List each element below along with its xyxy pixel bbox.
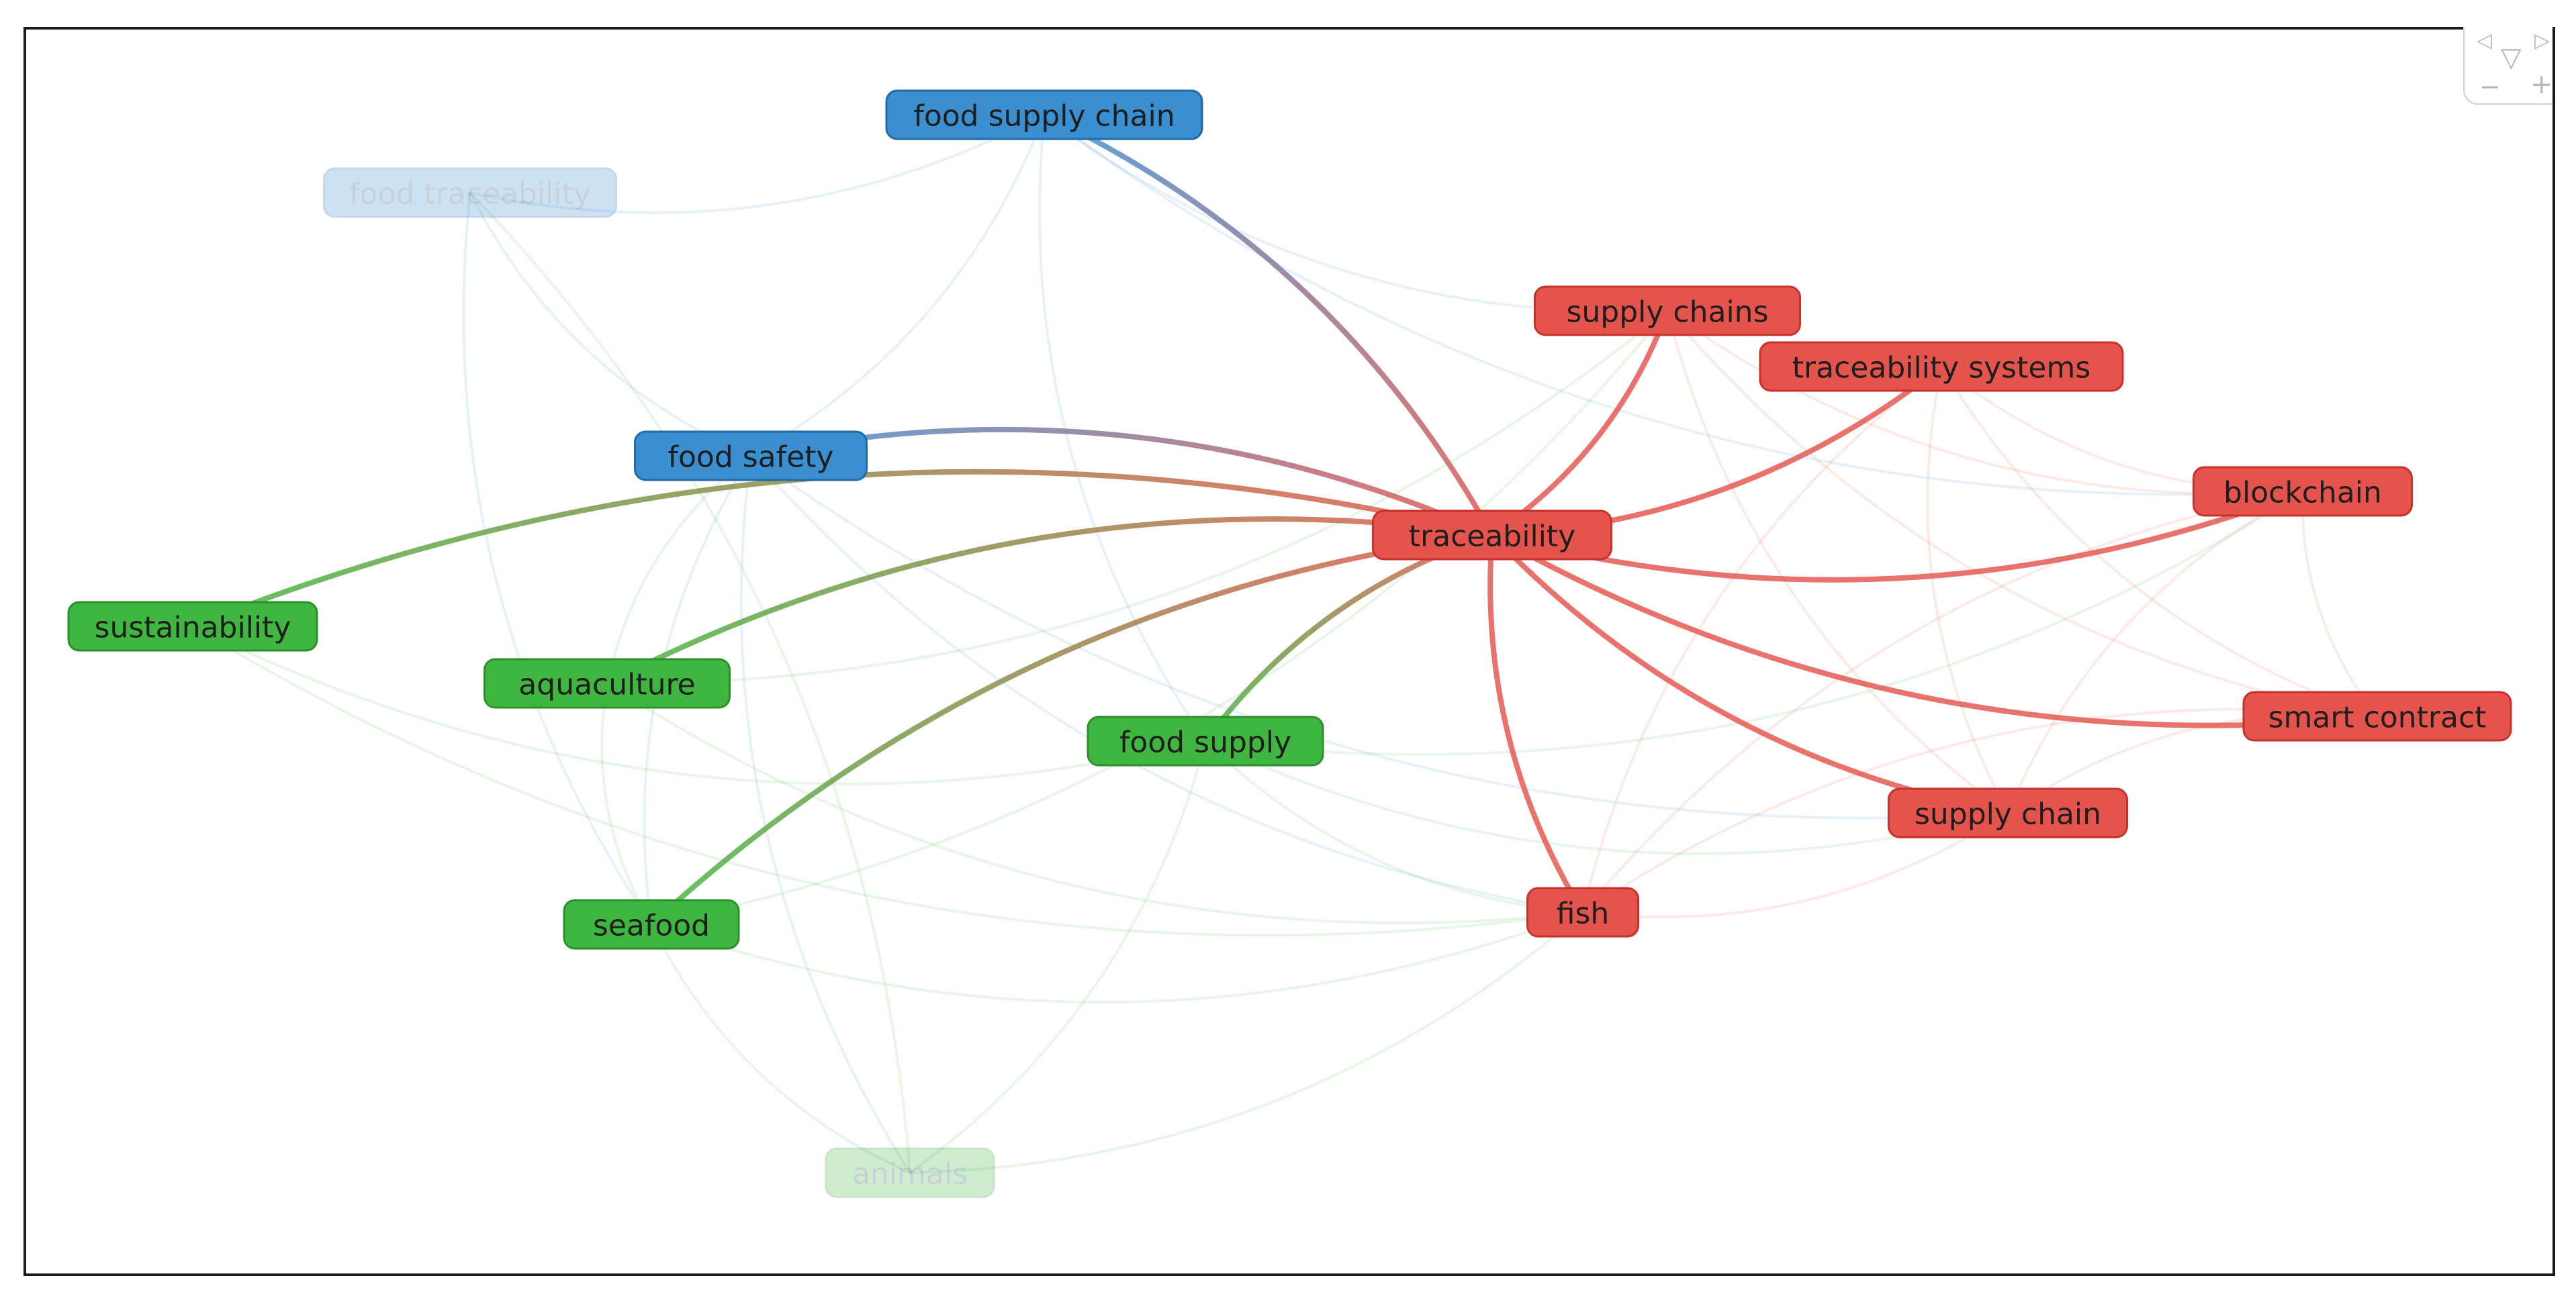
node-traceability-systems[interactable]: traceability systems [1759, 341, 2124, 392]
faint-link [1666, 309, 2378, 718]
strong-link [1203, 532, 1493, 743]
faint-link [1204, 740, 1583, 914]
faint-link [1582, 812, 2009, 918]
node-label: supply chains [1567, 295, 1769, 330]
strong-link [1491, 532, 2378, 728]
node-label: food safety [668, 440, 834, 475]
faint-link [1940, 365, 2378, 718]
faint-link [191, 625, 1583, 937]
node-box[interactable] [1888, 787, 2128, 838]
node-box[interactable] [2242, 691, 2512, 742]
zoom-controls[interactable]: ◁ ▽ ▷ − + [2463, 27, 2553, 105]
node-label: sustainability [95, 611, 291, 645]
strong-link [1487, 534, 1585, 914]
strong-link [1491, 489, 2304, 583]
node-box[interactable] [825, 1147, 995, 1198]
node-fish[interactable]: fish [1526, 887, 1639, 938]
strong-link [649, 532, 1493, 926]
strong-link [1043, 112, 1495, 536]
faint-link [651, 911, 1583, 1004]
node-seafood[interactable]: seafood [563, 899, 740, 950]
node-smart-contract[interactable]: smart contract [2242, 691, 2512, 742]
node-food-safety[interactable]: food safety [634, 430, 868, 481]
faint-link [2301, 491, 2379, 718]
node-label: aquaculture [518, 668, 695, 702]
strong-link [606, 516, 1493, 686]
node-box[interactable] [1526, 887, 1639, 938]
faint-link [600, 683, 653, 926]
faint-link [1926, 366, 2009, 814]
node-box[interactable] [1372, 510, 1612, 561]
node-box[interactable] [634, 430, 868, 481]
faint-link [2007, 490, 2303, 814]
faint-link [1043, 113, 2303, 496]
node-box[interactable] [67, 601, 318, 652]
faint-link [192, 625, 1206, 785]
faint-link [606, 309, 1669, 685]
pan-right-icon[interactable]: ▷ [2534, 29, 2550, 52]
node-label: supply chain [1915, 798, 2101, 832]
node-traceability[interactable]: traceability [1372, 510, 1612, 561]
node-label: fish [1557, 897, 1610, 931]
faint-link [750, 114, 1046, 457]
faint-link [1581, 490, 2303, 914]
faint-link [1581, 365, 1943, 913]
node-box[interactable] [1759, 341, 2124, 392]
node-box[interactable] [1534, 285, 1801, 336]
strong-links-layer [191, 112, 2378, 926]
nodes-layer: traceability supply chains traceability sy… [67, 89, 2512, 1198]
node-label: traceability systems [1792, 351, 2090, 385]
node-box[interactable] [2193, 466, 2413, 517]
faint-link [1205, 490, 2304, 756]
node-food-supply-chain[interactable]: food supply chain [885, 89, 1203, 140]
faint-link [462, 192, 653, 926]
node-label: food supply chain [913, 99, 1175, 134]
faint-link [1038, 114, 1207, 742]
node-label: food traceability [349, 177, 591, 211]
node-box[interactable] [323, 167, 617, 218]
node-animals[interactable]: animals [825, 1147, 995, 1198]
node-box[interactable] [885, 89, 1203, 140]
faint-link [469, 192, 751, 457]
node-supply-chain[interactable]: supply chain [1888, 787, 2128, 838]
zoom-out-icon[interactable]: − [2479, 72, 2501, 101]
node-box[interactable] [484, 658, 731, 709]
node-label: traceability [1409, 520, 1575, 554]
pan-left-icon[interactable]: ◁ [2477, 29, 2493, 52]
node-food-traceability[interactable]: food traceability [323, 167, 617, 218]
faint-link [469, 113, 1045, 214]
zoom-in-icon[interactable]: + [2530, 69, 2553, 100]
node-aquaculture[interactable]: aquaculture [484, 658, 731, 709]
node-food-supply[interactable]: food supply [1087, 716, 1324, 767]
faint-link [469, 191, 911, 1173]
faint-link [1666, 310, 2009, 814]
node-sustainability[interactable]: sustainability [67, 601, 318, 652]
faint-link [909, 911, 1584, 1174]
node-box[interactable] [1087, 716, 1324, 767]
faint-link [651, 309, 1669, 926]
faint-link [1205, 740, 2009, 855]
node-supply-chains[interactable]: supply chains [1534, 285, 1801, 336]
node-label: blockchain [2223, 476, 2382, 510]
node-label: smart contract [2268, 701, 2487, 735]
faint-link [606, 682, 1583, 924]
node-box[interactable] [563, 899, 740, 950]
faint-link [749, 454, 2009, 820]
faint-link [909, 740, 1207, 1174]
node-label: animals [852, 1157, 968, 1192]
strong-link [191, 469, 1493, 629]
node-label: food supply [1119, 726, 1291, 760]
faint-link [650, 924, 911, 1174]
node-label: seafood [593, 909, 710, 943]
node-blockchain[interactable]: blockchain [2193, 466, 2413, 517]
faint-link [739, 455, 911, 1174]
pan-down-icon[interactable]: ▽ [2501, 42, 2522, 73]
faint-link [1043, 113, 1668, 313]
